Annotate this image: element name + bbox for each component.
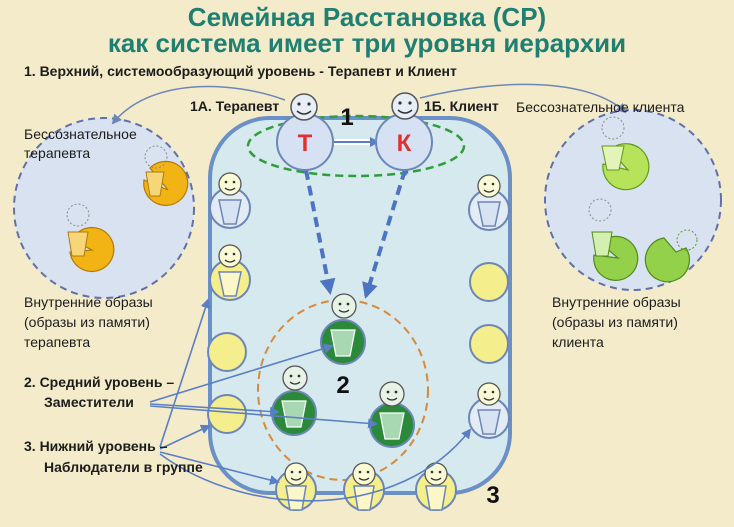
- client-inner-images-label-2: (образы из памяти): [552, 314, 678, 330]
- client-inner-images-label-1: Внутренние образы: [552, 294, 681, 310]
- observer-seats-left: [207, 172, 251, 434]
- observer-seat: [415, 462, 457, 511]
- client-to-substitute-arrow: [362, 169, 407, 299]
- client-inner-image: [588, 198, 639, 281]
- therapist-label: 1А. Терапевт: [190, 98, 280, 114]
- observer-seat: [468, 174, 510, 231]
- observer-seat: [343, 462, 385, 511]
- top-level-ellipse: [246, 114, 466, 178]
- level-number-3: 3: [486, 482, 499, 509]
- therapist-unconscious-circle: [13, 117, 195, 299]
- therapist-unconscious-label: Бессознательное: [24, 126, 137, 142]
- substitutes-circle: [257, 299, 429, 481]
- empty-seat: [469, 262, 509, 302]
- title-line-1: Семейная Расстановка (СР): [187, 2, 547, 32]
- level-number-2: 2: [336, 372, 349, 399]
- therapist-inner-images-label-1: Внутренние образы: [24, 294, 153, 310]
- empty-seat: [207, 332, 247, 372]
- observer-seat: [468, 382, 510, 439]
- substitute-figure: [369, 381, 415, 448]
- observer-seats-right: [468, 174, 510, 439]
- level3-label-2: Наблюдатели в группе: [44, 459, 203, 475]
- level2-label-2: Заместители: [44, 394, 134, 410]
- level-number-1: 1: [340, 104, 353, 131]
- level2-arrow: [149, 343, 334, 403]
- client-unconscious-circle: [544, 109, 722, 291]
- level3-label-1: 3. Нижний уровень –: [24, 438, 168, 454]
- therapist-inner-image: [143, 145, 189, 206]
- therapist-inner-images-label-3: терапевта: [24, 334, 91, 350]
- level2-label-1: 2. Средний уровень –: [24, 374, 175, 390]
- client-unconscious-label: Бессознательное клиента: [516, 99, 685, 115]
- client-label: 1Б. Клиент: [424, 98, 499, 114]
- client-figure: [375, 92, 433, 171]
- level3-arrow: [159, 424, 211, 450]
- client-inner-images-label-3: клиента: [552, 334, 604, 350]
- level2-arrow: [149, 403, 280, 417]
- therapist-figure: [276, 93, 334, 171]
- empty-seat: [469, 324, 509, 364]
- observer-seats-bottom: [275, 462, 457, 511]
- therapist-letter: Т: [298, 130, 313, 157]
- therapist-inner-images-label-2: (образы из памяти): [24, 314, 150, 330]
- level2-arrow: [149, 405, 378, 429]
- client-inner-image: [644, 229, 698, 283]
- therapist-to-substitute-arrow: [304, 169, 336, 295]
- client-inner-image: [601, 116, 650, 191]
- level3-arrow: [159, 428, 472, 502]
- observer-seat: [209, 172, 251, 229]
- client-letter: К: [397, 130, 412, 157]
- level3-arrow: [159, 298, 211, 448]
- arrow-to-therapist-unconscious: [111, 85, 286, 125]
- arrow-to-client-unconscious: [419, 83, 627, 114]
- level3-arrow: [159, 451, 280, 485]
- empty-seat: [207, 394, 247, 434]
- substitute-figure: [271, 365, 317, 436]
- observer-seat: [209, 244, 251, 301]
- therapist-inner-image: [66, 203, 115, 273]
- title-line-2: как система имеет три уровня иерархии: [107, 28, 627, 58]
- therapist-unconscious-label-2: терапевта: [24, 145, 91, 161]
- level1-label: 1. Верхний, системообразующий уровень - …: [24, 63, 457, 79]
